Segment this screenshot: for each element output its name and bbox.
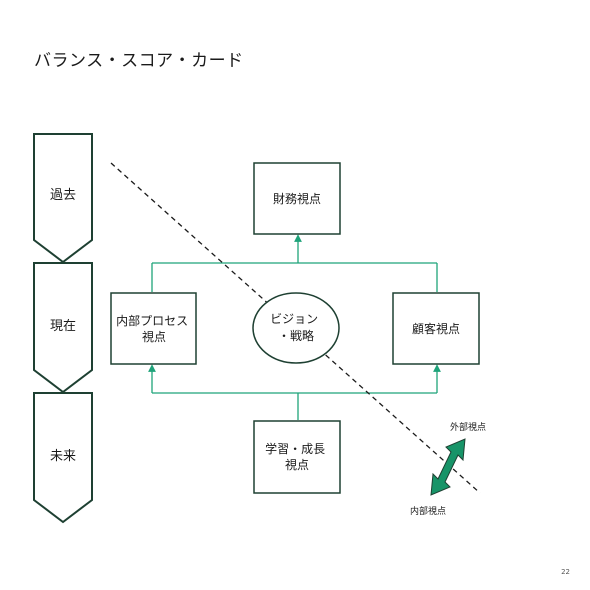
- page-number: 22: [561, 568, 570, 576]
- learning-growth-perspective-box: [253, 420, 341, 494]
- timeline-label-present: 現在: [50, 319, 76, 334]
- internal-perspective-label: 内部視点: [410, 505, 446, 517]
- internal-process-perspective-box: [110, 292, 197, 365]
- timeline-chevron-present: [33, 262, 93, 394]
- financial-perspective-box: [253, 162, 341, 235]
- financial-perspective-label: 財務視点: [273, 191, 321, 206]
- vision-strategy-label: ビジョン ・戦略: [270, 312, 322, 343]
- customer-perspective-label: 顧客視点: [412, 321, 460, 336]
- vision-strategy-ellipse: [252, 292, 340, 364]
- page-title: バランス・スコア・カード: [34, 51, 244, 71]
- customer-perspective-box: [392, 292, 480, 365]
- timeline-label-future: 未来: [50, 449, 76, 464]
- timeline-chevron-past: [33, 133, 93, 264]
- external-perspective-label: 外部視点: [450, 421, 486, 433]
- connector-lines: [148, 234, 441, 420]
- internal-process-perspective-label: 内部プロセス 視点: [116, 313, 192, 344]
- double-headed-arrow: [430, 438, 466, 496]
- timeline-chevron-future: [33, 392, 93, 524]
- learning-growth-perspective-label: 学習・成長 視点: [265, 441, 329, 472]
- timeline-label-past: 過去: [50, 188, 76, 203]
